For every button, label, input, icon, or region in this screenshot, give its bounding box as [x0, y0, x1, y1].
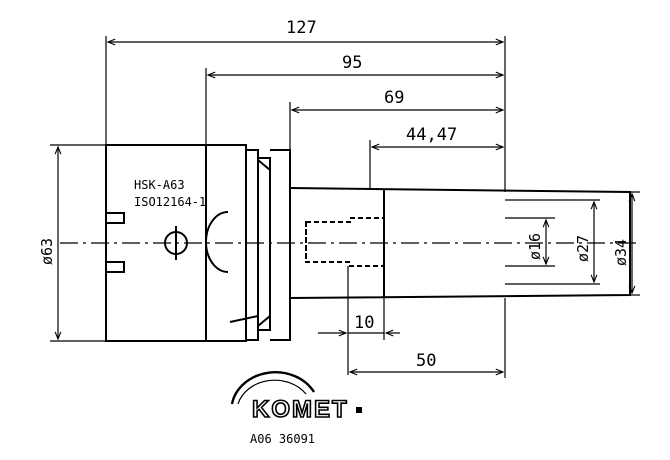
- iso-label: ISO12164-1: [134, 195, 206, 209]
- dim-95-label: 95: [342, 53, 362, 73]
- logo-dot: [356, 407, 362, 413]
- dimension-lines: [50, 36, 640, 378]
- dim-69-label: 69: [384, 88, 404, 108]
- logo-wordmark: KOMET: [252, 396, 349, 423]
- hsk-label: HSK-A63: [134, 178, 185, 192]
- dia-34-label: ø34: [612, 239, 630, 266]
- dim-50-label: 50: [416, 351, 436, 371]
- dim-10-label: 10: [354, 313, 374, 333]
- dim-127-label: 127: [286, 18, 317, 38]
- v-groove: [205, 149, 291, 341]
- komet-logo: KOMET: [230, 371, 362, 424]
- dim-44-47-label: 44,47: [406, 125, 457, 145]
- logo-arc: [230, 371, 316, 405]
- dia-16-label: ø16: [526, 233, 544, 260]
- article-code: A06 36091: [250, 432, 315, 446]
- dia-27-label: ø27: [574, 235, 592, 262]
- dia-63-label: ø63: [38, 238, 56, 265]
